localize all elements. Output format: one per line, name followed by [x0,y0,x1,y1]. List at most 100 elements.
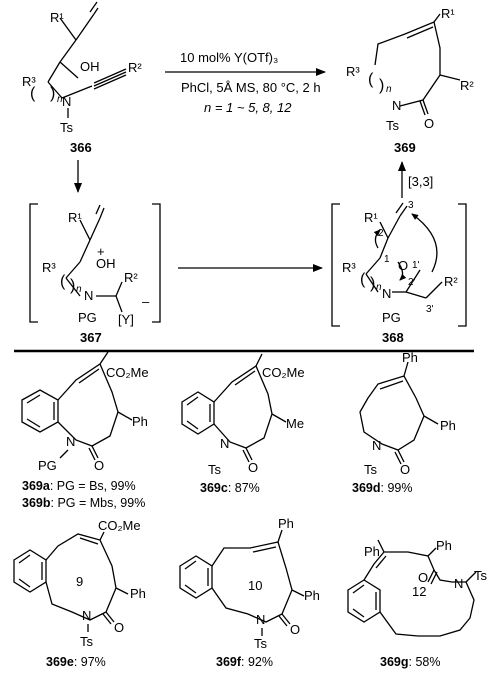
id-369c: 369c [200,481,228,495]
f-ts: Ts [254,636,268,651]
compound-id-368: 368 [382,330,404,345]
i2-n-label: n [376,282,382,293]
example-369g: Ph Ph 12 O O N Ts 369g: 58% [347,538,488,669]
e-ph: Ph [130,586,146,601]
intermediate-367: R¹ OH + R² R³ ( ) n N PG [Y] – 367 [29,203,161,345]
example-369e: CO₂Me 9 Ph N O Ts 369e: 97% [13,518,146,669]
ts-label: Ts [60,120,74,135]
g-ring-size: 12 [412,584,426,599]
svg-text:369b: PG = Mbs, 99%: 369b: PG = Mbs, 99% [22,496,145,510]
d-ph-top: Ph [402,350,418,365]
g-ph-right: Ph [436,538,452,553]
p-n-atom-label: N [392,98,401,113]
i1-oh-label: OH [96,256,116,271]
oh-label: OH [80,59,100,74]
id-369f: 369f [216,655,242,669]
example-369c: CO₂Me Me N O Ts 369c: 87% [181,353,305,495]
i2-r3-label: R³ [342,260,356,275]
id-369a: 369a [22,479,51,493]
d-o: O [400,462,410,477]
p-o-label: O [424,116,434,131]
compound-id-367: 367 [80,330,102,345]
c-co2me: CO₂Me [262,365,305,380]
result-369f: : 92% [241,655,273,669]
f-ring-size: 10 [248,578,262,593]
r1-label: R¹ [50,10,64,25]
p-n-label: n [386,84,392,95]
a-pg: PG [38,458,57,473]
id-369d: 369d [352,481,381,495]
e-ts: Ts [80,634,94,649]
e-ring-size: 9 [76,574,83,589]
compound-id-369: 369 [394,140,416,155]
g-ts: Ts [474,568,488,583]
svg-text:(: ( [60,273,66,290]
i2-pg-label: PG [382,310,401,325]
condition-catalyst: 10 mol% Y(OTf)₃ [180,50,278,65]
f-o: O [290,622,300,637]
i1-minus-label: – [142,294,150,309]
r3-label: R³ [22,74,36,89]
i1-r1-label: R¹ [68,210,82,225]
f-ph-top: Ph [278,516,294,531]
e-n: N [82,608,91,623]
e-co2me: CO₂Me [98,518,141,533]
i2-n-atom-label: N [382,286,391,301]
svg-text:(: ( [368,71,374,88]
svg-text:): ) [70,277,75,294]
n-label: n [57,94,63,105]
id-369g: 369g [380,655,409,669]
c-me: Me [286,416,304,431]
i2-num3: 3 [408,200,414,211]
svg-text:(: ( [360,271,366,288]
d-n: N [372,438,381,453]
svg-text:369g: 58%: 369g: 58% [380,655,440,669]
p-r3-label: R³ [346,64,360,79]
i1-n-atom-label: N [84,288,93,303]
curved-arrow-1 [373,229,381,249]
i1-n-label: n [76,284,82,295]
i1-r2-label: R² [124,270,138,285]
id-369b: 369b [22,496,51,510]
a-ph: Ph [132,414,148,429]
p-r2-label: R² [460,78,474,93]
i2-num1p: 1' [412,260,420,271]
svg-text:369a: PG = Bs, 99%: 369a: PG = Bs, 99% [22,479,136,493]
i2-num2: 2 [378,228,384,239]
f-n: N [256,612,265,627]
result-369e: : 97% [74,655,106,669]
f-ph-side: Ph [304,588,320,603]
g-n: N [454,576,463,591]
id-369e: 369e [46,655,74,669]
curved-arrow-3 [411,213,438,273]
i2-o-label: O [398,258,408,273]
result-369d: : 99% [381,481,413,495]
e-o: O [114,620,124,635]
condition-solvent: PhCl, 5Å MS, 80 °C, 2 h [181,80,321,95]
svg-text:369c: 87%: 369c: 87% [200,481,260,495]
curved-arrow-2 [397,261,407,281]
i1-plus-label: + [97,244,105,259]
i2-r1-label: R¹ [364,210,378,225]
compound-id-366: 366 [70,140,92,155]
example-369ab: CO₂Me Ph N O PG 369a: PG = Bs, 99% 369b:… [21,351,149,510]
c-o: O [248,460,258,475]
result-369a: : PG = Bs, 99% [50,479,136,493]
i1-pg-label: PG [78,310,97,325]
svg-text:369f: 92%: 369f: 92% [216,655,273,669]
result-369c: : 87% [228,481,260,495]
example-369f: Ph 10 Ph N O Ts 369f: 92% [179,516,320,669]
g-ph-left: Ph [364,544,380,559]
r2-label: R² [128,60,142,75]
svg-text:): ) [50,85,55,102]
p-r1-label: R¹ [441,6,455,21]
example-369d: Ph Ph N O Ts 369d: 99% [352,350,456,495]
c-n: N [220,436,229,451]
n-atom-label: N [62,94,71,109]
svg-text:): ) [370,275,375,292]
i2-num2p: 2' [408,277,416,288]
a-n: N [66,434,75,449]
a-o: O [94,458,104,473]
